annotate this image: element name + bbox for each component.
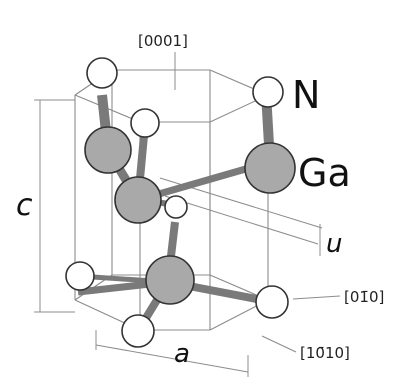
ga-atom <box>145 255 195 305</box>
n-atom <box>130 108 160 138</box>
n-atom <box>164 195 188 219</box>
n-atom <box>65 261 95 291</box>
direction-1-0-1-0-pointer <box>261 335 297 353</box>
n-atom <box>255 285 289 319</box>
axis-0001-label: [0001] <box>138 32 188 50</box>
c-dimension-bracket <box>34 99 75 313</box>
direction-1-0-1-0-label: [10̄10] <box>300 344 350 362</box>
param-a-label: a <box>174 339 190 369</box>
ga-atom <box>114 176 162 224</box>
param-u-label: u <box>326 229 342 259</box>
atom-n-label: N <box>292 73 320 117</box>
a-dimension-bracket <box>95 330 249 377</box>
n-atom <box>252 76 284 108</box>
atom-ga-label: Ga <box>298 151 351 195</box>
param-c-label: c <box>16 188 33 223</box>
direction-01-1-0-pointer <box>292 295 341 300</box>
ga-atom <box>84 126 132 174</box>
n-atom <box>121 314 155 348</box>
ga-atom <box>244 142 296 194</box>
n-atom <box>86 57 118 89</box>
direction-01-1-0-label: [01̄0] <box>344 288 384 306</box>
